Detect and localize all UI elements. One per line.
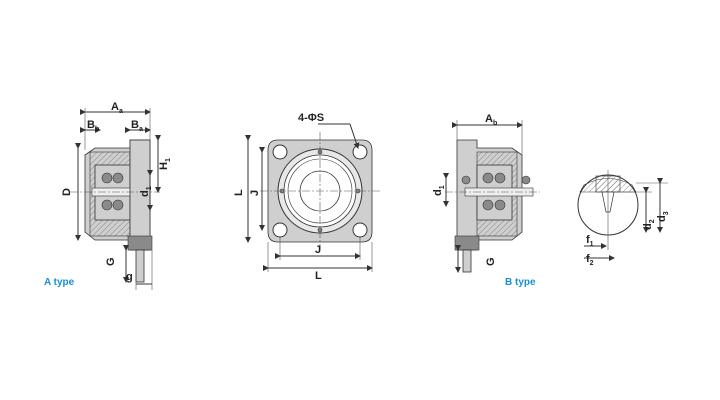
dim-d1-b: d1	[432, 185, 446, 196]
dim-d1-a: d1	[139, 186, 153, 197]
dim-G-b: G	[485, 257, 497, 266]
dim-J-horizontal: J	[315, 244, 321, 256]
caption-b-type: B type	[505, 277, 536, 288]
b-type-side-view	[443, 120, 540, 273]
dim-Bb: Bb	[87, 119, 99, 133]
dim-Aa: Aa	[111, 101, 123, 115]
front-view	[245, 123, 380, 272]
dim-Ba: Ba	[131, 119, 143, 133]
dim-D: D	[61, 188, 73, 196]
dim-f2: f2	[586, 253, 594, 267]
dim-L-vertical: L	[233, 189, 245, 196]
dim-J-vertical: J	[249, 190, 261, 196]
dim-H1: H1	[158, 158, 172, 170]
dim-Ab: Ab	[485, 113, 497, 127]
caption-a-type: A type	[44, 277, 75, 288]
dim-d2: d2	[642, 219, 656, 230]
a-type-side-view	[70, 108, 161, 290]
dim-g: g	[126, 271, 133, 283]
dim-holes: 4-ΦS	[298, 112, 324, 124]
detail-view	[577, 170, 668, 261]
dim-d3: d3	[656, 211, 670, 222]
dim-f1: f1	[586, 234, 594, 248]
dim-L-horizontal: L	[315, 270, 322, 282]
dim-G-a: G	[105, 257, 117, 266]
